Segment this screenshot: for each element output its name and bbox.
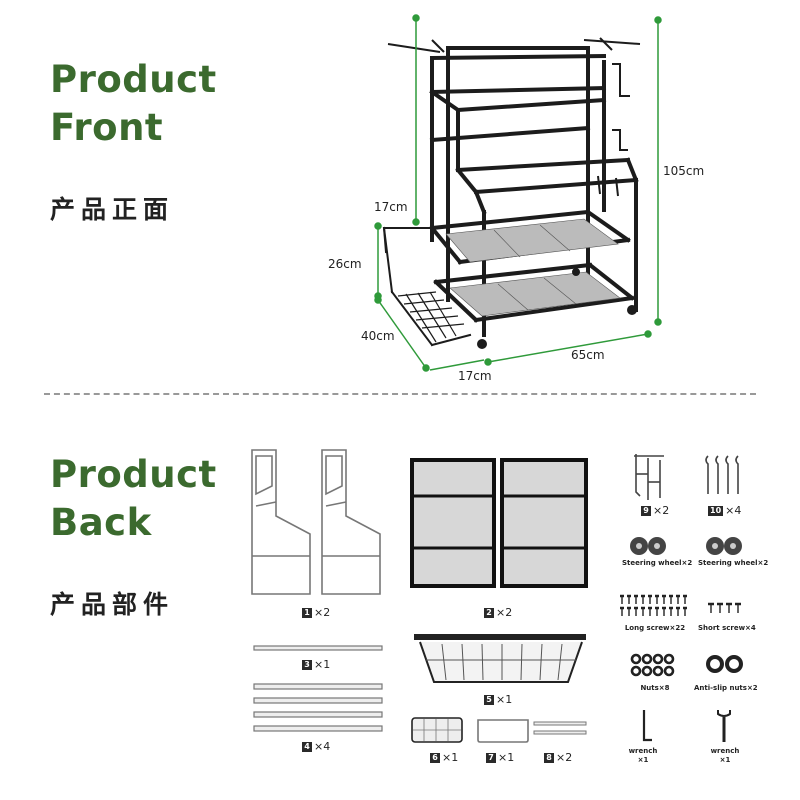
part-9-badge: 9 <box>641 505 651 516</box>
anti-slip-nuts-icon <box>706 655 743 673</box>
part-4-label: 4 ×4 <box>302 740 330 753</box>
part-2-label: 2 ×2 <box>484 606 512 619</box>
part-4-bars <box>253 683 383 732</box>
part-5-badge: 5 <box>484 694 494 705</box>
part-5-label: 5 ×1 <box>484 693 512 706</box>
dimension-height: 105cm <box>663 164 705 178</box>
back-subtitle: 产品部件 <box>50 590 175 619</box>
dimension-depth: 40cm <box>361 329 395 343</box>
part-1-side-frames <box>251 449 381 595</box>
dimension-side-height: 26cm <box>328 257 362 271</box>
part-8-qty: ×2 <box>556 751 573 764</box>
wrench-a-name: wrench <box>628 747 658 755</box>
part-2-mesh-panels <box>410 458 588 588</box>
anti-slip-nuts-caption: Anti-slip nuts×2 <box>694 684 758 692</box>
dimension-side-depth: 17cm <box>458 369 492 383</box>
long-screw-icon <box>620 594 688 616</box>
part-5-mesh-basket <box>414 634 586 683</box>
short-screw-icon <box>708 602 742 613</box>
steering-wheel-a-icon <box>630 537 666 555</box>
part-7-label: 7 ×1 <box>486 751 514 764</box>
back-title-line1: Product <box>50 453 217 496</box>
part-10-hooks <box>705 455 739 494</box>
wrench-b-name: wrench <box>710 747 740 755</box>
steering-wheel-a-caption: Steering wheel×2 <box>622 559 693 567</box>
part-7-badge: 7 <box>486 752 496 763</box>
part-9-qty: ×2 <box>653 504 670 517</box>
front-title-line1: Product <box>50 58 217 101</box>
part-10-qty: ×4 <box>725 504 742 517</box>
front-title-line2: Front <box>50 106 164 149</box>
wrench-a-caption: wrench ×1 <box>626 747 660 765</box>
part-2-qty: ×2 <box>496 606 513 619</box>
part-8-label: 8 ×2 <box>544 751 572 764</box>
steering-wheel-b-caption: Steering wheel×2 <box>698 559 769 567</box>
part-6-small-mesh <box>411 717 463 743</box>
part-6-label: 6 ×1 <box>430 751 458 764</box>
steering-wheel-b-icon <box>706 537 742 555</box>
part-4-qty: ×4 <box>314 740 331 753</box>
wrench-b-caption: wrench ×1 <box>708 747 742 765</box>
part-8-badge: 8 <box>544 752 554 763</box>
part-3-label: 3 ×1 <box>302 658 330 671</box>
part-9-label: 9 ×2 <box>641 504 669 517</box>
part-7-qty: ×1 <box>498 751 515 764</box>
wrench-b-qty: ×1 <box>719 756 731 764</box>
part-1-label: 1 ×2 <box>302 606 330 619</box>
part-5-qty: ×1 <box>496 693 513 706</box>
part-10-label: 10 ×4 <box>708 504 741 517</box>
front-subtitle: 产品正面 <box>50 195 175 224</box>
part-8-short-bars <box>533 721 587 735</box>
part-3-qty: ×1 <box>314 658 331 671</box>
allen-wrench-icon <box>642 710 652 742</box>
short-screw-caption: Short screw×4 <box>698 624 756 632</box>
part-4-badge: 4 <box>302 741 312 752</box>
part-3-bar <box>253 645 383 651</box>
section-divider <box>44 393 756 395</box>
dimension-width: 65cm <box>571 348 605 362</box>
dimension-top-shelf: 17cm <box>374 200 408 214</box>
wrench-a-qty: ×1 <box>637 756 649 764</box>
nuts-icon <box>630 653 675 677</box>
part-9-double-hooks <box>634 454 664 500</box>
part-2-badge: 2 <box>484 607 494 618</box>
part-3-badge: 3 <box>302 659 312 670</box>
part-1-badge: 1 <box>302 607 312 618</box>
back-title-line2: Back <box>50 501 152 544</box>
long-screw-caption: Long screw×22 <box>624 624 686 632</box>
part-1-qty: ×2 <box>314 606 331 619</box>
nuts-caption: Nuts×8 <box>640 684 670 692</box>
open-wrench-icon <box>717 710 731 742</box>
part-7-frame <box>477 719 529 743</box>
rack-front-illustration <box>374 14 662 372</box>
part-6-badge: 6 <box>430 752 440 763</box>
part-6-qty: ×1 <box>442 751 459 764</box>
part-10-badge: 10 <box>708 505 724 516</box>
